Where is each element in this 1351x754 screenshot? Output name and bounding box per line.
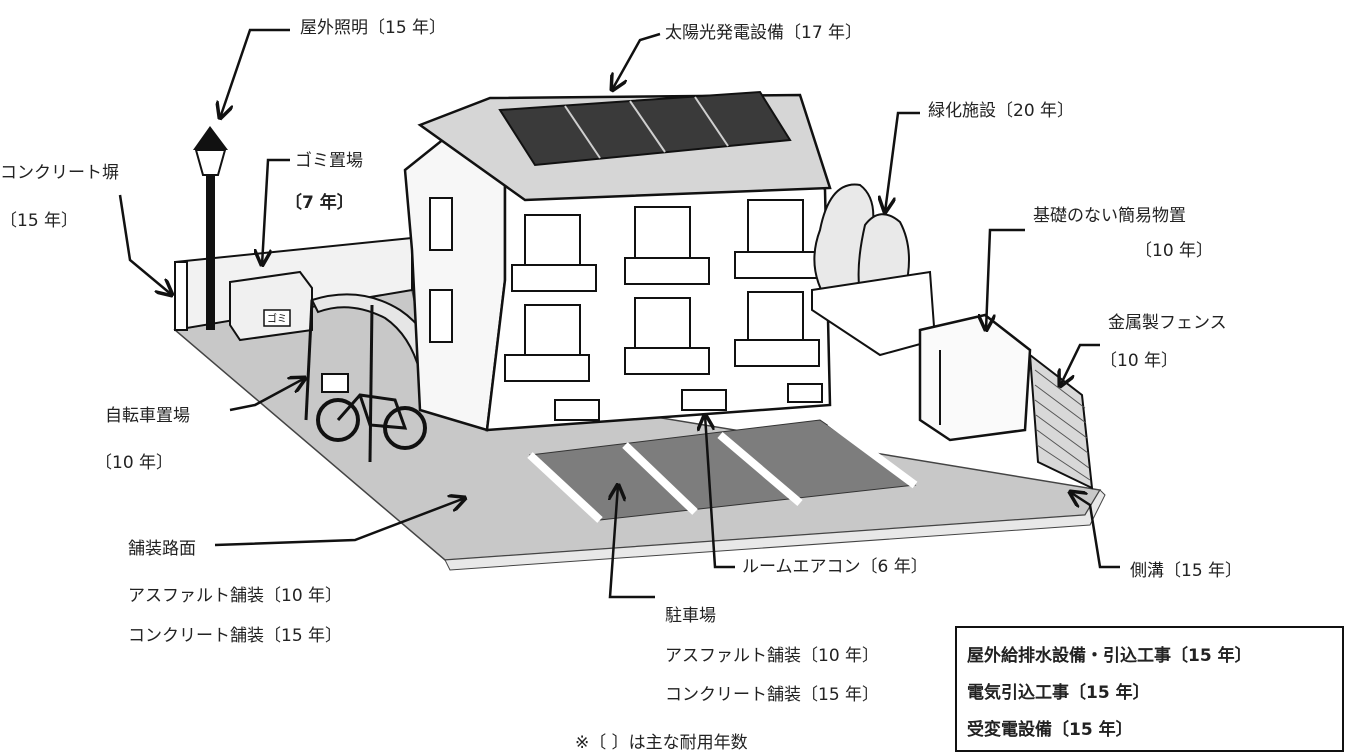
garbage-sign: ゴミ xyxy=(267,312,287,325)
label-gutter: 側溝〔15 年〕 xyxy=(1130,561,1243,581)
window xyxy=(429,197,453,251)
label-paving-asphalt: アスファルト舗装〔10 年〕 xyxy=(128,586,343,606)
solar-divider xyxy=(694,96,729,147)
label-outdoor-lighting: 屋外照明〔15 年〕 xyxy=(300,18,447,38)
parking-line xyxy=(717,431,803,507)
summary-row: 電気引込工事〔15 年〕 xyxy=(967,683,1150,703)
bicycle-frame xyxy=(336,393,408,430)
aircon-unit xyxy=(787,383,823,403)
label-bicycle-years: 〔10 年〕 xyxy=(95,453,174,473)
label-storage: 基礎のない簡易物置 xyxy=(1033,206,1186,226)
garbage-sign-plate xyxy=(263,309,291,327)
windows-upper xyxy=(511,199,820,292)
label-parking-concrete: コンクリート舗装〔15 年〕 xyxy=(665,685,880,705)
bicycle-basket xyxy=(321,373,349,393)
footnote: ※〔 〕は主な耐用年数 xyxy=(575,733,748,753)
summary-box: 屋外給排水設備・引込工事〔15 年〕 電気引込工事〔15 年〕 受変電設備〔15… xyxy=(955,626,1344,752)
label-bicycle: 自転車置場 xyxy=(105,406,190,426)
gutter-strip xyxy=(444,489,1106,571)
aircon-unit xyxy=(554,399,600,421)
summary-row: 屋外給排水設備・引込工事〔15 年〕 xyxy=(967,646,1252,666)
wall-cap xyxy=(174,261,188,331)
label-parking-asphalt: アスファルト舗装〔10 年〕 xyxy=(665,646,880,666)
label-solar-power: 太陽光発電設備〔17 年〕 xyxy=(665,23,863,43)
summary-row: 受変電設備〔15 年〕 xyxy=(967,720,1133,740)
shelter-pole xyxy=(304,299,314,421)
label-garbage-years: 〔7 年〕 xyxy=(285,193,354,213)
label-metal-fence: 金属製フェンス xyxy=(1108,313,1227,333)
lamp-pole xyxy=(206,170,215,330)
aircon-unit xyxy=(681,389,727,411)
label-paving-concrete: コンクリート舗装〔15 年〕 xyxy=(128,626,343,646)
label-aircon: ルームエアコン〔6 年〕 xyxy=(742,557,928,577)
parking-line xyxy=(622,442,698,515)
parking-line xyxy=(827,418,918,489)
solar-divider xyxy=(564,105,601,159)
callout-arrows xyxy=(118,28,1120,599)
planter-bed xyxy=(811,270,937,357)
window xyxy=(429,289,453,343)
lamp-cap xyxy=(193,126,228,150)
label-metal-fence-years: 〔10 年〕 xyxy=(1100,351,1179,371)
solar-panels xyxy=(498,90,792,167)
label-garbage: ゴミ置場 xyxy=(295,151,363,171)
label-greening: 緑化施設〔20 年〕 xyxy=(928,101,1075,121)
lamp-head xyxy=(194,149,227,176)
bicycle-wheel xyxy=(383,406,427,450)
windows-lower xyxy=(504,291,820,382)
label-concrete-wall-years: 〔15 年〕 xyxy=(0,211,79,231)
label-storage-years: 〔10 年〕 xyxy=(1135,241,1214,261)
label-paving: 舗装路面 xyxy=(128,539,196,559)
garbage-box xyxy=(229,270,313,342)
shelter-pole xyxy=(368,304,374,463)
metal-fence xyxy=(1028,352,1094,490)
storage-shed xyxy=(918,313,1032,442)
parking-line xyxy=(527,452,603,523)
label-parking: 駐車場 xyxy=(665,606,716,626)
label-concrete-wall: コンクリート塀 xyxy=(0,163,119,183)
solar-divider xyxy=(629,100,666,153)
bicycle-wheel xyxy=(316,398,360,442)
